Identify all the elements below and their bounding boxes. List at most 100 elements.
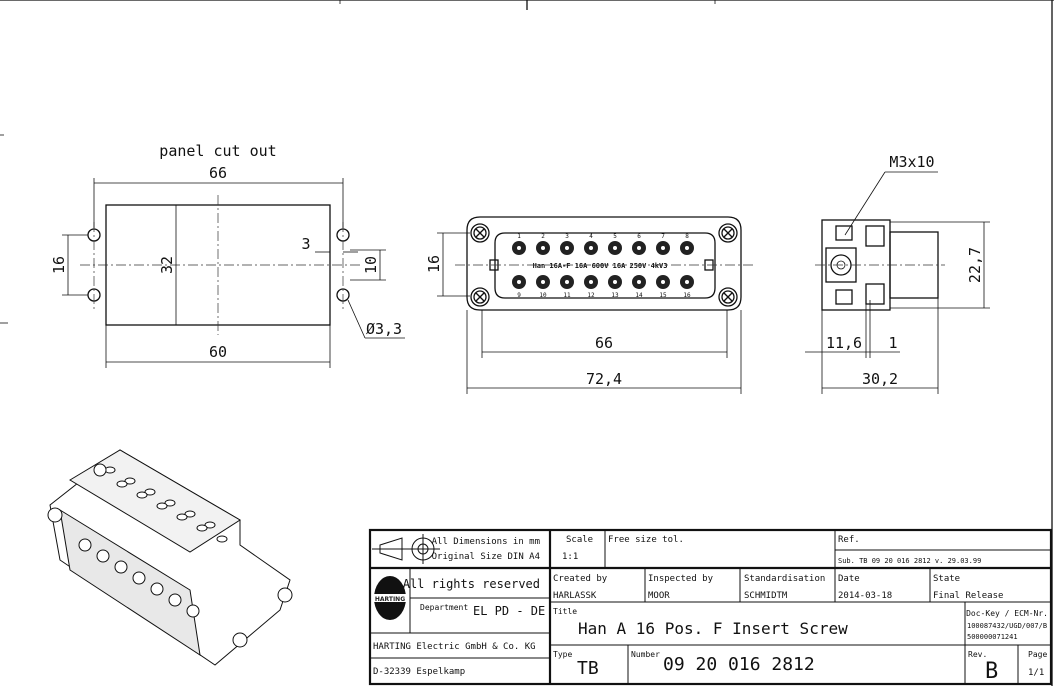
pin-number: 8 [685, 233, 689, 240]
company: HARTING Electric GmbH & Co. KG [373, 642, 536, 652]
side-view: M3x10 22,7 11,6 1 30,2 [805, 153, 990, 394]
pin-number: 13 [611, 292, 619, 299]
contact-pin: 3 [560, 233, 574, 255]
contact-pin: 15 [656, 275, 670, 299]
projection-symbol-icon [372, 534, 440, 564]
contact-pin: 5 [608, 233, 622, 255]
svg-text:HARTING: HARTING [375, 596, 405, 603]
contact-pin: 4 [584, 233, 598, 255]
panel-cutout-title: panel cut out [159, 142, 276, 160]
contact-pin: 10 [536, 275, 550, 299]
inspected-by: MOOR [648, 591, 670, 601]
inspected-label: Inspected by [648, 574, 714, 584]
screw-label: M3x10 [889, 153, 934, 171]
iso-contact-hole [124, 477, 136, 485]
date: 2014-03-18 [838, 591, 892, 601]
department-label: Department [420, 603, 468, 612]
iso-contact-hole [116, 480, 128, 488]
contact-pin: 13 [608, 275, 622, 299]
pin-number: 2 [541, 233, 545, 240]
sub-ref: Sub. TB 09 20 016 2812 v. 29.03.99 [838, 557, 981, 565]
contact-pin: 8 [680, 233, 694, 255]
number-label: Number [631, 650, 660, 659]
dockey-label: Doc-Key / ECM-Nr. [966, 609, 1048, 618]
dimensions-note: All Dimensions in mm [432, 537, 540, 547]
mounting-screw-icon [470, 223, 490, 243]
tolerance: Free size tol. [608, 535, 684, 545]
side-dim-22-7-label: 22,7 [966, 247, 984, 283]
iso-screw-terminal [114, 560, 128, 574]
scale-value: 1:1 [562, 552, 578, 562]
contact-pin: 7 [656, 233, 670, 255]
pin-number: 11 [563, 292, 571, 299]
contact-pin: 1 [512, 233, 526, 255]
panel-cutout-view: panel cut out 66 60 16 32 3 10 Ø3,3 [50, 142, 405, 368]
original-size: Original Size DIN A4 [432, 552, 540, 562]
iso-screw-terminal [132, 571, 146, 585]
contact-pin: 16 [680, 275, 694, 299]
insert-marking: Han 16A-F 16A 600V 16A 250V 4kV3 [533, 262, 668, 270]
dockey-2: 500000071241 [967, 633, 1018, 641]
page: 1/1 [1028, 668, 1044, 678]
dim-hole-diameter-label: Ø3,3 [366, 320, 402, 338]
iso-contact-hole [136, 491, 148, 499]
harting-logo: HARTING [374, 576, 406, 620]
iso-contact-hole [204, 521, 216, 529]
contact-pin: 6 [632, 233, 646, 255]
dim-3-label: 3 [301, 235, 310, 253]
drawing-title: Han A 16 Pos. F Insert Screw [578, 619, 848, 638]
iso-contact-hole [144, 488, 156, 496]
page-label: Page [1028, 650, 1047, 659]
side-dim-1-label: 1 [888, 334, 897, 352]
iso-screw-terminal [78, 538, 92, 552]
mounting-screw-icon [470, 287, 490, 307]
dim-60-label: 60 [209, 343, 227, 361]
pin-number: 3 [565, 233, 569, 240]
state: Final Release [933, 591, 1003, 601]
iso-screw-terminal [168, 593, 182, 607]
revision: B [985, 659, 998, 684]
iso-contact-hole [184, 510, 196, 518]
type: TB [577, 658, 599, 679]
part-number: 09 20 016 2812 [663, 654, 815, 675]
isometric-view [47, 449, 293, 666]
dim-66-label: 66 [209, 164, 227, 182]
scale-label: Scale [566, 535, 593, 545]
front-dim-66-label: 66 [595, 334, 613, 352]
pin-number: 7 [661, 233, 665, 240]
standard-label: Standardisation [744, 574, 825, 584]
pin-number: 16 [683, 292, 691, 299]
contact-pin: 11 [560, 275, 574, 299]
contact-pin: 9 [512, 275, 526, 299]
contact-pin: 14 [632, 275, 646, 299]
title-label: Title [553, 607, 577, 616]
standardisation: SCHMIDTM [744, 591, 788, 601]
iso-screw-terminal [96, 549, 110, 563]
mounting-screw-icon [718, 223, 738, 243]
department: EL PD - DE [473, 604, 545, 618]
rights-reserved: All rights reserved [403, 577, 540, 591]
iso-contact-hole [216, 535, 228, 543]
rev-label: Rev. [968, 650, 987, 659]
ref-label: Ref. [838, 535, 860, 545]
pin-number: 15 [659, 292, 667, 299]
iso-screw-terminal [150, 582, 164, 596]
contact-pin: 2 [536, 233, 550, 255]
pin-number: 9 [517, 292, 521, 299]
pin-number: 14 [635, 292, 643, 299]
side-dim-30-2-label: 30,2 [862, 370, 898, 388]
front-dim-72-4-label: 72,4 [586, 370, 622, 388]
address: D-32339 Espelkamp [373, 667, 465, 677]
title-block: HARTING All Dimensions in mm Original Si… [368, 528, 1053, 686]
created-by: HARLASSK [553, 591, 597, 601]
front-dim-16-label: 16 [425, 255, 443, 273]
pin-number: 6 [637, 233, 641, 240]
state-label: State [933, 574, 960, 584]
pin-number: 5 [613, 233, 617, 240]
pin-number: 12 [587, 292, 595, 299]
side-dim-11-6-label: 11,6 [826, 334, 862, 352]
created-label: Created by [553, 574, 608, 584]
dim-32-label: 32 [158, 256, 176, 274]
